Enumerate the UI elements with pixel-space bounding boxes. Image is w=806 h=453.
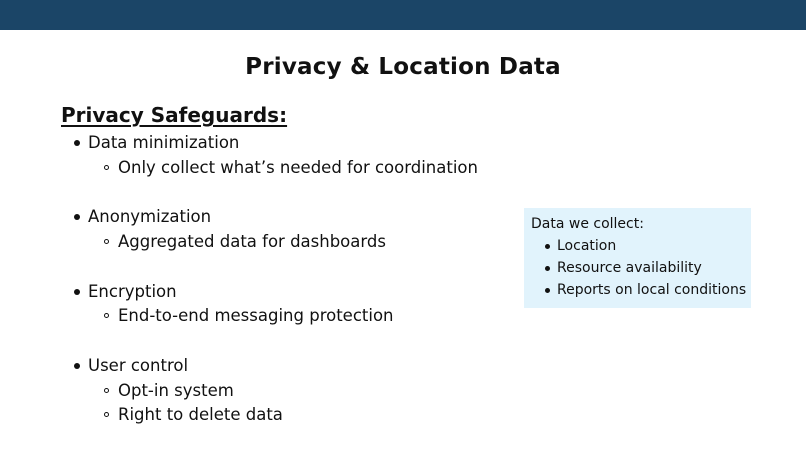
bullet-anonymization: Anonymization: [73, 207, 212, 226]
sub-bullet-delete-data: Right to delete data: [104, 405, 283, 424]
section-heading: Privacy Safeguards:: [61, 103, 288, 127]
box-item-local-reports: Reports on local conditions: [544, 282, 747, 298]
slide-title: Privacy & Location Data: [245, 54, 561, 80]
box-item-resource-availability: Resource availability: [545, 260, 702, 276]
sub-bullet-e2e-protection: End-to-end messaging protection: [104, 306, 394, 325]
box-title: Data we collect:: [531, 216, 644, 232]
sub-bullet-opt-in: Opt-in system: [104, 381, 234, 400]
header-bar: [0, 0, 806, 30]
bullet-user-control: User control: [73, 356, 189, 375]
sub-bullet-aggregated-data: Aggregated data for dashboards: [104, 232, 386, 251]
bullet-data-minimization: Data minimization: [73, 133, 240, 152]
sub-bullet-collect-needed: Only collect what’s needed for coordinat…: [104, 158, 478, 177]
box-item-location: Location: [544, 238, 617, 254]
data-we-collect-box: Data we collect: Location Resource avail…: [524, 208, 751, 308]
bullet-encryption: Encryption: [74, 282, 177, 301]
